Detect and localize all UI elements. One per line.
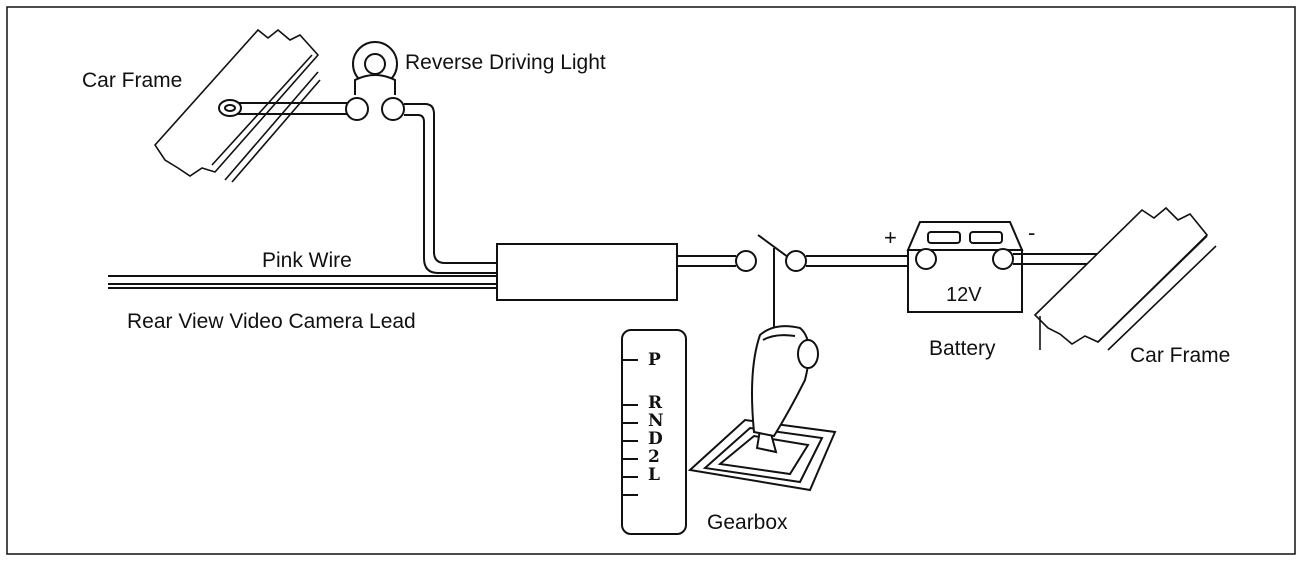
switch-wire bbox=[677, 234, 915, 330]
camera-lead-wire bbox=[108, 275, 497, 289]
gear-position-l: L bbox=[648, 465, 660, 485]
light-feed-wire bbox=[404, 103, 497, 274]
car-frame-left-label: Car Frame bbox=[82, 69, 183, 92]
gear-position-d: D bbox=[648, 429, 663, 449]
ground-wire-left bbox=[218, 97, 405, 121]
gear-position-n: N bbox=[648, 411, 664, 431]
positive-terminal-label: + bbox=[884, 225, 897, 250]
gear-position-r: R bbox=[648, 393, 663, 413]
pink-wire-label: Pink Wire bbox=[262, 249, 352, 272]
gearbox-label: Gearbox bbox=[707, 511, 788, 534]
car-frame-right bbox=[1033, 206, 1217, 351]
battery-label: Battery bbox=[929, 337, 996, 360]
gearbox-icon bbox=[687, 325, 837, 492]
negative-terminal-label: - bbox=[1028, 220, 1036, 245]
relay-box bbox=[496, 243, 678, 301]
gear-position-p: P bbox=[648, 350, 661, 370]
gear-position-2: 2 bbox=[648, 447, 660, 467]
car-frame-right-label: Car Frame bbox=[1130, 344, 1231, 367]
battery-voltage-label: 12V bbox=[946, 284, 982, 306]
camera-lead-label: Rear View Video Camera Lead bbox=[127, 310, 416, 333]
diagram-border bbox=[6, 6, 1296, 555]
reverse-light-label: Reverse Driving Light bbox=[405, 51, 606, 74]
reverse-light-icon bbox=[352, 41, 398, 95]
gear-indicator-panel bbox=[621, 329, 687, 535]
battery-icon bbox=[906, 221, 1024, 313]
